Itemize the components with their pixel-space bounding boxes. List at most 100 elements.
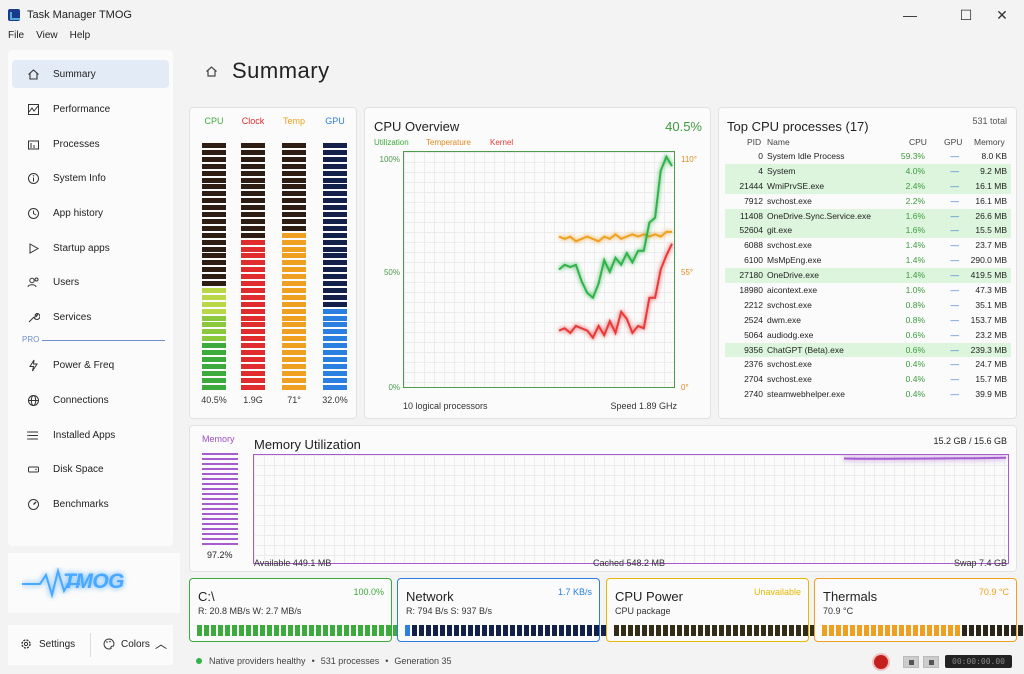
memory-swap: Swap 7.4 GB [953, 558, 1007, 568]
colors-label: Colors [121, 638, 150, 650]
usage-segment [351, 625, 356, 636]
header-name[interactable]: Name [767, 137, 790, 147]
meter-segment [202, 253, 226, 259]
usage-segment [899, 625, 904, 636]
record-button[interactable] [874, 655, 888, 669]
performance-icon [26, 102, 40, 116]
pause-button[interactable] [923, 656, 939, 668]
meter-segment [241, 336, 265, 342]
process-cpu: 1.4% [905, 270, 925, 281]
meter-label-cpu: CPU [204, 116, 224, 126]
meter-segment [202, 356, 226, 362]
sidebar-item-disk-space[interactable]: Disk Space [12, 455, 169, 483]
header-memory[interactable]: Memory [974, 137, 1005, 147]
sidebar-item-services[interactable]: Services [12, 303, 169, 331]
menu-help[interactable]: Help [69, 30, 91, 41]
meter-segment [323, 225, 347, 231]
meter-segment [323, 377, 347, 383]
memory-used: 15.2 GB / 15.6 GB [933, 436, 1007, 446]
meter-segment [282, 218, 306, 224]
sidebar-item-performance[interactable]: Performance [12, 95, 169, 123]
stop-button[interactable] [903, 656, 919, 668]
meter-segment [202, 308, 226, 314]
meter-segment [202, 191, 226, 197]
meter-segment [323, 177, 347, 183]
usage-segment [1011, 625, 1016, 636]
meter-temp [282, 143, 306, 391]
process-cpu: 2.2% [905, 195, 925, 206]
chevron-up-icon[interactable]: ︿ [155, 637, 168, 651]
meter-segment [323, 336, 347, 342]
minimize-button[interactable]: — [903, 7, 917, 23]
axis-right-mid: 55° [681, 268, 694, 277]
sidebar-item-power-freq[interactable]: Power & Freq [12, 351, 169, 379]
c-card[interactable]: C:\100.0%R: 20.8 MB/s W: 2.7 MB/s [189, 578, 419, 642]
sidebar-item-connections[interactable]: Connections [12, 386, 169, 414]
menu-file[interactable]: File [8, 30, 25, 41]
meter-segment [202, 363, 226, 369]
card-subtitle: CPU package [615, 606, 671, 616]
meter-segment [282, 301, 306, 307]
colors-button[interactable]: Colors [103, 638, 150, 650]
memory-meter [202, 453, 238, 547]
sidebar-item-app-history[interactable]: App history [12, 199, 169, 227]
meter-segment [202, 225, 226, 231]
meter-segment [282, 294, 306, 300]
sidebar-item-users[interactable]: Users [12, 268, 169, 296]
usage-segment [524, 625, 529, 636]
process-gpu: — [950, 165, 960, 176]
sidebar-item-label: Performance [53, 103, 111, 115]
process-gpu: — [950, 344, 960, 355]
sidebar-item-system-info[interactable]: System Info [12, 164, 169, 192]
usage-segment [412, 625, 417, 636]
usage-segment [857, 625, 862, 636]
meter-segment [282, 156, 306, 162]
meter-segment [202, 232, 226, 238]
meter-segment [241, 343, 265, 349]
sidebar-item-benchmarks[interactable]: Benchmarks [12, 490, 169, 518]
card-value: 100.0% [353, 587, 384, 597]
process-cpu: 0.4% [905, 389, 925, 400]
process-name: OneDrive.exe [767, 270, 819, 281]
meter-segment [323, 370, 347, 376]
process-cpu: 0.6% [905, 344, 925, 355]
sidebar-item-processes[interactable]: Processes [12, 130, 169, 158]
process-name: System Idle Process [767, 151, 845, 161]
menu-view[interactable]: View [36, 30, 58, 41]
sidebar-item-installed-apps[interactable]: Installed Apps [12, 421, 169, 449]
settings-button[interactable]: Settings [20, 638, 75, 650]
process-cpu: 0.8% [905, 314, 925, 325]
close-button[interactable]: ✕ [996, 6, 1008, 23]
axis-left-bottom: 0% [388, 383, 400, 392]
usage-segment [538, 625, 543, 636]
header-pid[interactable]: PID [747, 137, 762, 147]
meter-segment [282, 163, 306, 169]
sidebar-item-startup-apps[interactable]: Startup apps [12, 234, 169, 262]
header-gpu[interactable]: GPU [944, 137, 963, 147]
usage-segment [594, 625, 599, 636]
sidebar-item-summary[interactable]: Summary [12, 60, 169, 88]
maximize-button[interactable]: ☐ [959, 6, 973, 23]
header-cpu[interactable]: CPU [909, 137, 927, 147]
process-name: svchost.exe [767, 195, 812, 206]
